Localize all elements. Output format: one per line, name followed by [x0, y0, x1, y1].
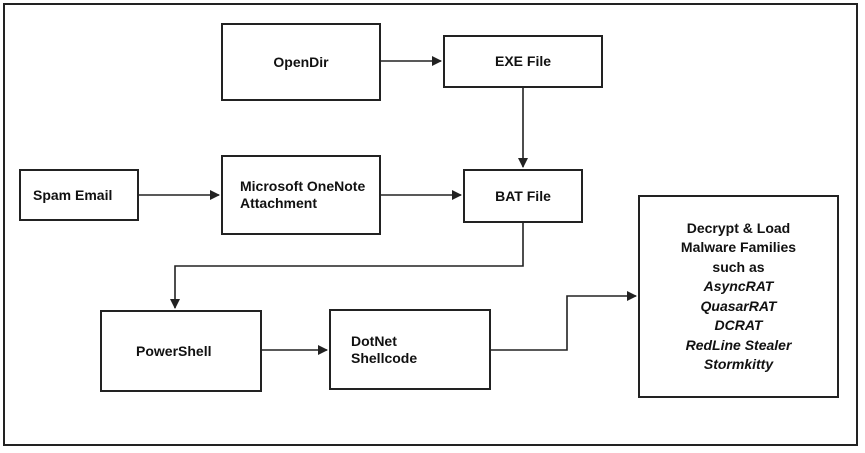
edge-dotnet-to-malware [491, 291, 637, 351]
node-opendir: OpenDir [221, 23, 381, 101]
node-bat-file: BAT File [463, 169, 583, 223]
node-powershell: PowerShell [100, 310, 262, 392]
node-onenote-line1: Microsoft OneNote [240, 178, 366, 194]
malware-family-dcrat: DCRAT [714, 317, 763, 333]
malware-line2: Malware Families [680, 239, 797, 255]
malware-family-quasarrat: QuasarRAT [700, 297, 777, 314]
node-spam-email: Spam Email [19, 169, 139, 221]
malware-family-stormkitty: Stormkitty [703, 356, 774, 372]
malware-line3: such as [712, 258, 765, 275]
edge-bat-to-powershell [170, 223, 524, 309]
malware-family-redline-stealer: RedLine Stealer [685, 336, 792, 353]
node-opendir-label: OpenDir [273, 53, 329, 70]
node-exe-file: EXE File [443, 35, 603, 88]
node-onenote-attachment: Microsoft OneNote Attachment [221, 155, 381, 235]
node-spam-email-label: Spam Email [33, 186, 113, 203]
node-dotnet-line1: DotNet [351, 332, 397, 349]
node-bat-file-label: BAT File [495, 187, 551, 204]
malware-line1: Decrypt & Load [686, 219, 791, 236]
node-malware-families: Decrypt & Load Malware Families such as … [638, 195, 839, 398]
malware-family-asyncrat: AsyncRAT [703, 278, 774, 294]
node-onenote-line2: Attachment [240, 195, 318, 211]
node-powershell-label: PowerShell [136, 342, 212, 359]
node-dotnet-line2: Shellcode [351, 349, 418, 366]
node-dotnet-shellcode: DotNet Shellcode [329, 309, 491, 390]
node-exe-file-label: EXE File [494, 53, 552, 69]
